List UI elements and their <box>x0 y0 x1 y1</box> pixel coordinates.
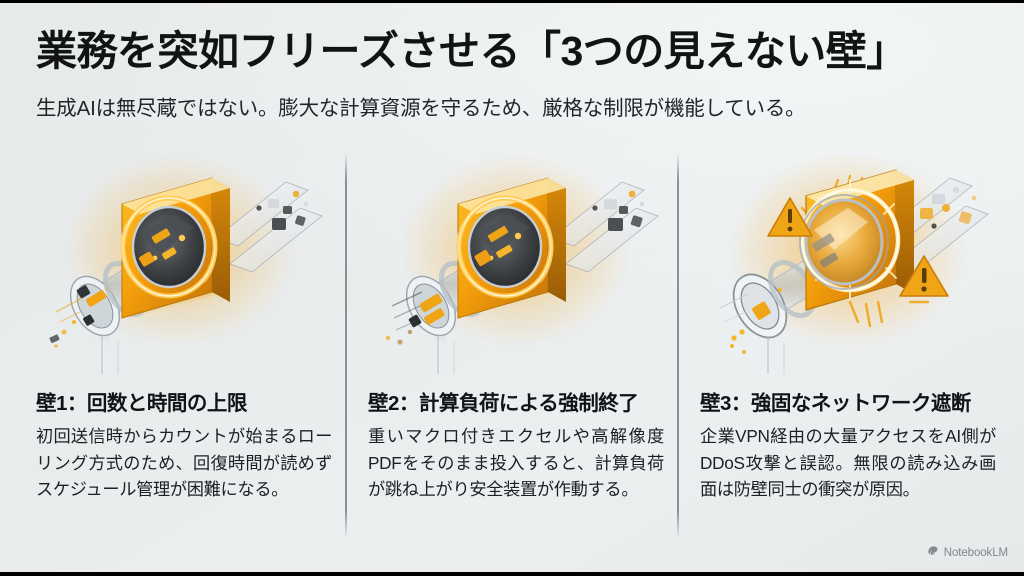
page-subtitle: 生成AIは無尽蔵ではない。膨大な計算資源を守るため、厳格な制限が機能している。 <box>36 97 806 120</box>
column-divider-1 <box>345 153 347 538</box>
letterbox-bar-bottom <box>0 572 1024 576</box>
illustration-wall-2 <box>366 146 666 374</box>
notebooklm-label: NotebookLM <box>943 547 1008 559</box>
slide-canvas: 業務を突如フリーズさせる「3つの見えない壁」 生成AIは無尽蔵ではない。膨大な計… <box>0 3 1024 572</box>
column-divider-2 <box>677 153 679 538</box>
notebooklm-watermark: NotebookLM <box>926 544 1008 562</box>
column-body-text: 重いマクロ付きエクセルや高解像度PDFをそのまま投入すると、計算負荷が跳ね上がり… <box>368 426 664 499</box>
column-body-text: 企業VPN経由の大量アクセスをAI側がDDoS攻撃と誤認。無限の読み込み画面は防… <box>700 426 996 499</box>
illustration-wall-3 <box>698 146 998 374</box>
letterbox-bar-top <box>0 0 1024 3</box>
column-wall-1: 壁1：回数と時間の上限 初回送信時からカウントが始まるローリング方式のため、回復… <box>34 146 334 541</box>
illustration-wall-1 <box>34 146 334 374</box>
column-heading: 壁1：回数と時間の上限 <box>36 392 247 415</box>
page-title: 業務を突如フリーズさせる「3つの見えない壁」 <box>36 28 907 74</box>
notebooklm-spiral-icon <box>926 544 939 562</box>
column-body-text: 初回送信時からカウントが始まるローリング方式のため、回復時間が読めずスケジュール… <box>36 426 332 499</box>
column-heading: 壁2：計算負荷による強制終了 <box>368 392 639 415</box>
column-wall-2: 壁2：計算負荷による強制終了 重いマクロ付きエクセルや高解像度PDFをそのまま投… <box>366 146 666 541</box>
column-wall-3: 壁3：強固なネットワーク遮断 企業VPN経由の大量アクセスをAI側がDDoS攻撃… <box>698 146 998 541</box>
column-heading: 壁3：強固なネットワーク遮断 <box>700 392 971 415</box>
columns-container: 壁1：回数と時間の上限 初回送信時からカウントが始まるローリング方式のため、回復… <box>0 146 1024 541</box>
